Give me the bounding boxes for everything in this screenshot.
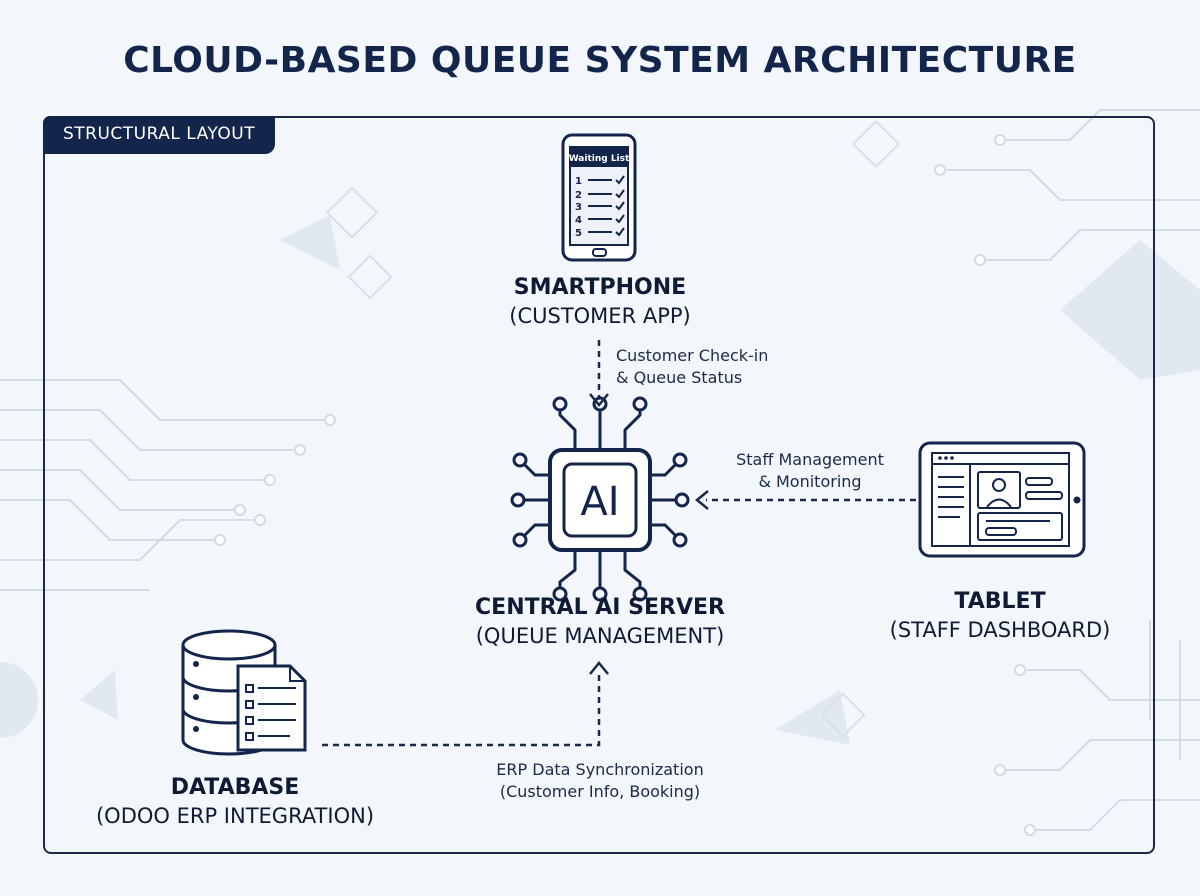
smartphone-name: SMARTPHONE	[513, 275, 687, 300]
smartphone-subtitle: (CUSTOMER APP)	[509, 303, 691, 328]
server-subtitle: (QUEUE MANAGEMENT)	[475, 623, 725, 648]
ai-chip-icon	[510, 396, 690, 602]
database-name: DATABASE	[170, 775, 300, 800]
server-label: CENTRAL AI SERVER (QUEUE MANAGEMENT)	[430, 594, 770, 650]
phone-list-number: 2	[575, 190, 582, 201]
arrowhead-left	[695, 490, 709, 510]
database-label: DATABASE (ODOO ERP INTEGRATION)	[70, 774, 400, 830]
phone-list-number: 5	[575, 228, 582, 239]
edge-label-line: Staff Management	[736, 450, 884, 469]
phone-screen-title: Waiting List	[569, 154, 630, 164]
edge-database-server	[322, 672, 601, 747]
edge-label-line: & Monitoring	[758, 471, 862, 491]
database-subtitle: (ODOO ERP INTEGRATION)	[95, 803, 375, 828]
tablet-subtitle: (STAFF DASHBOARD)	[889, 617, 1111, 642]
phone-list-number: 3	[575, 202, 582, 213]
phone-list-number: 4	[575, 215, 582, 226]
edge-label-checkin: Customer Check-in & Queue Status	[616, 345, 768, 388]
edge-label-line: & Queue Status	[616, 367, 743, 387]
edge-label-line: Customer Check-in	[616, 346, 769, 365]
edge-label-line: (Customer Info, Booking)	[499, 781, 701, 801]
server-name: CENTRAL AI SERVER	[475, 595, 725, 620]
chip-text: AI	[580, 479, 619, 525]
edge-label-line: ERP Data Synchronization	[496, 760, 704, 779]
tablet-label: TABLET (STAFF DASHBOARD)	[855, 588, 1145, 644]
database-icon	[181, 629, 307, 756]
edge-label-staff: Staff Management & Monitoring	[720, 449, 900, 492]
smartphone-label: SMARTPHONE (CUSTOMER APP)	[450, 274, 750, 330]
phone-list-number: 1	[575, 176, 582, 187]
diagram-title: CLOUD-BASED QUEUE SYSTEM ARCHITECTURE	[123, 40, 1077, 81]
smartphone-icon	[561, 133, 637, 262]
structural-layout-frame	[43, 116, 1155, 854]
frame-label: STRUCTURAL LAYOUT	[43, 116, 276, 154]
tablet-name: TABLET	[954, 589, 1046, 614]
arrowhead-up	[589, 661, 609, 675]
arrowhead-down	[589, 393, 609, 407]
edge-label-erp: ERP Data Synchronization (Customer Info,…	[470, 759, 730, 802]
tablet-icon	[918, 441, 1086, 558]
